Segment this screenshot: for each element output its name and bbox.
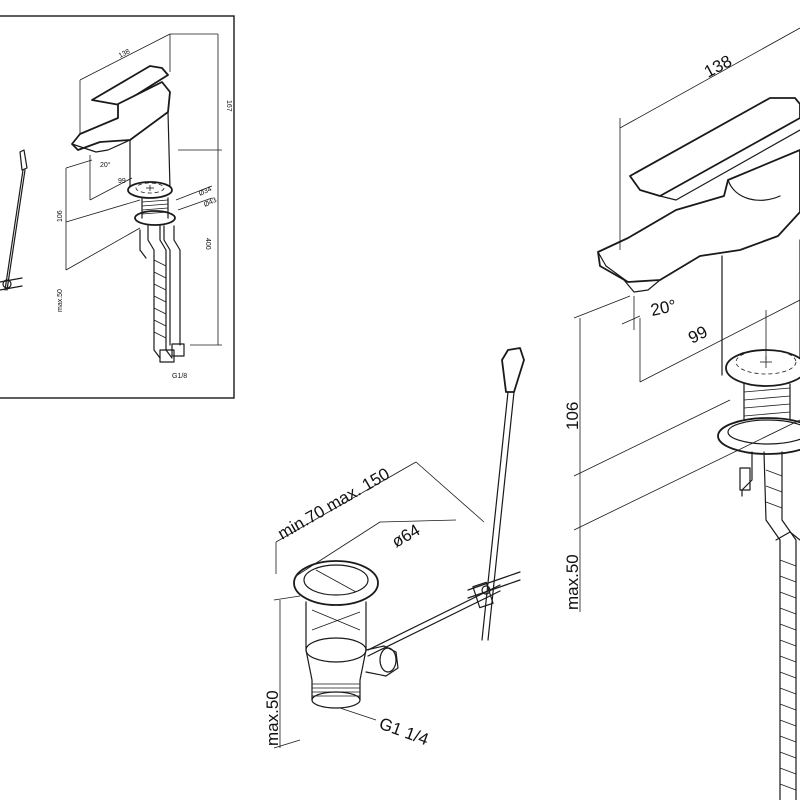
inset-height-label: 167 (225, 100, 232, 112)
drain-thread-label: G1 1/4 (377, 714, 431, 749)
inset-tap (71, 65, 185, 363)
inset-thread-label: G1/8 (172, 373, 187, 380)
tap-drawing (597, 97, 800, 800)
drain-dimensions (273, 461, 485, 749)
drain-pull-knob (501, 347, 525, 393)
inset-angle-label: 20° (100, 161, 111, 169)
drain-max-label: max.50 (263, 690, 282, 746)
inset-labels: 138 167 20° 99 106 max.50 Ø34 Ø43 400 G1… (57, 48, 232, 380)
inset-deck-label: 106 (57, 210, 64, 222)
inset-max-label: max.50 (57, 289, 64, 312)
tap-width-label: 138 (701, 51, 735, 81)
drain-labels: min.70 max. 150 ø64 max.50 G1 1/4 (263, 464, 431, 749)
tap-angle-label: 20° (649, 296, 678, 320)
tap-base (725, 349, 800, 387)
inset-dimensions (65, 33, 222, 346)
tap-dimensions (573, 27, 800, 612)
inset-popup-rod (0, 149, 28, 291)
tap-deck-label: 106 (563, 402, 582, 430)
tap-mount-plate (717, 417, 800, 455)
inset-dia-b-label: Ø43 (203, 197, 218, 209)
inset-drawing: 138 167 20° 99 106 max.50 Ø34 Ø43 400 G1… (0, 15, 235, 399)
drain-cap (293, 560, 379, 606)
tap-reach-label: 99 (685, 322, 710, 348)
drain-dia-label: ø64 (389, 520, 424, 551)
inset-hose-label: 400 (204, 238, 211, 250)
drain-drawing (293, 347, 525, 709)
tap-lever (629, 97, 800, 197)
tap-body (597, 149, 800, 283)
inset-width-label: 138 (118, 48, 132, 60)
tap-max-label: max.50 (563, 554, 582, 610)
inset-dia-a-label: Ø34 (198, 186, 213, 198)
drain-range-label: min.70 max. 150 (275, 464, 393, 543)
inset-reach-label: 99 (118, 178, 126, 185)
